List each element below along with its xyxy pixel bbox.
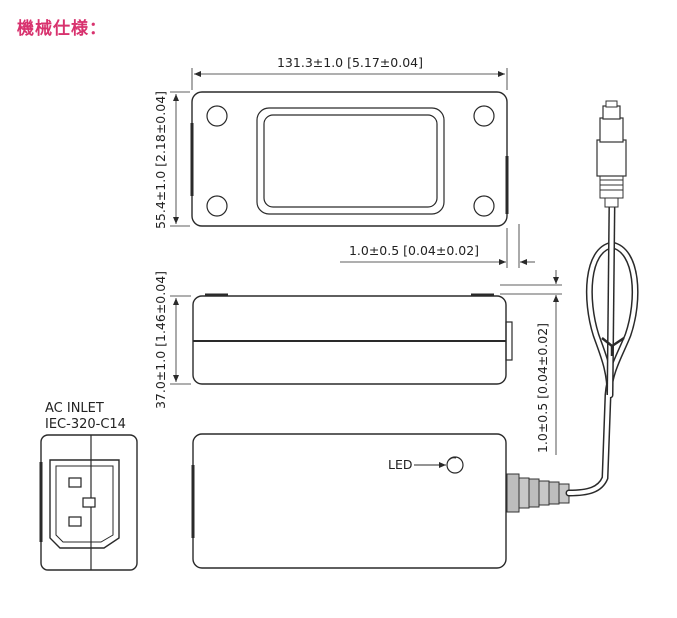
led-label: LED — [388, 457, 413, 472]
ac-inlet-label: AC INLET — [45, 401, 104, 416]
height-dimension: 37.0±1.0 [1.46±0.04] — [153, 271, 191, 409]
pin-icon — [82, 497, 96, 508]
bottom-view: LED — [191, 433, 570, 569]
width-dimension-label: 55.4±1.0 [2.18±0.04] — [153, 91, 168, 229]
length-dimension-label: 131.3±1.0 [5.17±0.04] — [277, 55, 423, 70]
led-icon — [446, 456, 464, 474]
foot-dimension-side-label: 1.0±0.5 [0.04±0.02] — [535, 323, 550, 453]
strain-relief — [506, 473, 570, 513]
side-view — [192, 293, 513, 385]
top-view — [190, 91, 509, 227]
pin-icon — [68, 477, 82, 488]
cable-tie-icon — [601, 336, 625, 356]
screw-hole-icon — [206, 105, 228, 127]
foot-dimension-top-label: 1.0±0.5 [0.04±0.02] — [349, 243, 479, 258]
length-dimension: 131.3±1.0 [5.17±0.04] — [191, 55, 508, 90]
width-dimension: 55.4±1.0 [2.18±0.04] — [153, 91, 190, 229]
dc-cable — [565, 199, 639, 497]
screw-hole-icon — [206, 195, 228, 217]
pin-icon — [68, 516, 82, 527]
height-dimension-label: 37.0±1.0 [1.46±0.04] — [153, 271, 168, 409]
label-recess — [256, 107, 445, 215]
ac-inlet-view: AC INLET IEC-320-C14 — [39, 401, 138, 571]
screw-hole-icon — [473, 195, 495, 217]
inlet-socket — [49, 459, 120, 549]
screw-hole-icon — [473, 105, 495, 127]
dc-plug — [596, 100, 627, 208]
foot-dimension-top: 1.0±0.5 [0.04±0.02] — [340, 224, 535, 268]
ac-inlet-standard: IEC-320-C14 — [45, 417, 126, 432]
foot-dimension-side: 1.0±0.5 [0.04±0.02] — [500, 270, 562, 455]
page-title: 機械仕様： — [17, 19, 107, 39]
